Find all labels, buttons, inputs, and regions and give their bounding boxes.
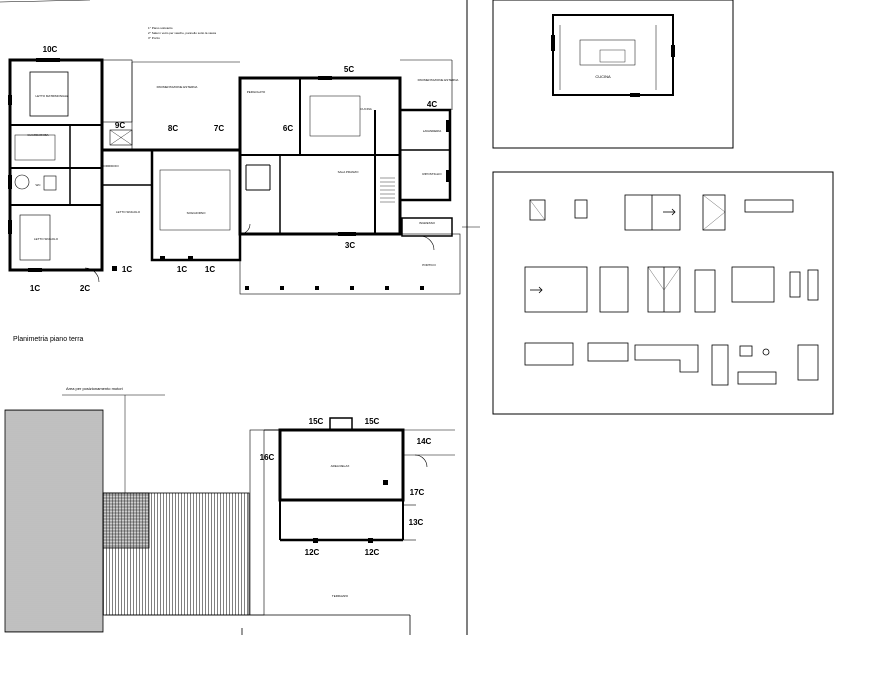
- tag-3c: 3C: [345, 241, 355, 250]
- area-label: Area per posizionamento motori: [66, 386, 123, 391]
- room-label: PORTICO: [422, 263, 436, 267]
- tag-5c: 5C: [344, 65, 354, 74]
- drawing-note: 1° Piano sottotetto: [148, 26, 173, 30]
- tag-14c: 14C: [417, 437, 432, 446]
- room-label: AREA RELAX: [331, 464, 350, 468]
- window-schedule: [524, 194, 819, 386]
- room-label: PAVIMENTAZIONE ESTERNA: [418, 78, 459, 82]
- window-schedule-frame: [492, 171, 834, 415]
- tag-4c: 4C: [427, 100, 437, 109]
- tag-15c: 15C: [309, 417, 324, 426]
- tag-7c: 7C: [214, 124, 224, 133]
- tag-1c: 1C: [122, 265, 132, 274]
- tag-1c: 1C: [205, 265, 215, 274]
- room-label: SOGGIORNO: [187, 211, 207, 215]
- room-label: INGRESSO: [419, 221, 436, 225]
- room-label: PERGOLATO: [247, 90, 266, 94]
- tag-9c: 9C: [115, 121, 125, 130]
- tag-12c: 12C: [365, 548, 380, 557]
- tag-16c: 16C: [260, 453, 275, 462]
- tag-15c: 15C: [365, 417, 380, 426]
- tag-12c: 12C: [305, 548, 320, 557]
- tag-17c: 17C: [410, 488, 425, 497]
- room-label: GUARDAROBA: [27, 133, 48, 137]
- room-label: PAVIMENTAZIONE ESTERNA: [157, 85, 198, 89]
- ground-floor-title: Planimetria piano terra: [13, 336, 84, 343]
- drawing-note: 3° Pozzo: [148, 36, 160, 40]
- tag-2c: 2C: [80, 284, 90, 293]
- tag-13c: 13C: [409, 518, 424, 527]
- tag-6c: 6C: [283, 124, 293, 133]
- drawing-note: 2° Sala in vetro per vasche, pannello so…: [148, 31, 216, 35]
- room-label: RIPOSTIGLIO: [422, 172, 442, 176]
- kitchen-detail-plan: [551, 14, 675, 97]
- ground-floor-plan: [8, 58, 461, 295]
- room-label: CUCINA: [360, 107, 372, 111]
- kitchen-detail-frame: [492, 0, 734, 149]
- upper-floor-plan: [249, 417, 455, 616]
- room-label: TERRAZZO: [332, 594, 349, 598]
- room-label: SALA PRANZO: [338, 170, 360, 174]
- room-label: WC: [36, 183, 42, 187]
- room-label: LAVANDERIA: [423, 129, 442, 133]
- room-label: LETTO SINGOLO: [116, 210, 141, 214]
- room-label: CUCINA: [595, 74, 611, 79]
- room-label: LETTO SINGOLO: [34, 237, 59, 241]
- room-label: LETTO MATRIMONIALE: [35, 94, 68, 98]
- tag-10c: 10C: [43, 45, 58, 54]
- tag-8c: 8C: [168, 124, 178, 133]
- roof-plan: [4, 394, 411, 635]
- room-label: CORRIDOIO: [101, 164, 119, 168]
- tag-1c: 1C: [177, 265, 187, 274]
- tag-1c: 1C: [30, 284, 40, 293]
